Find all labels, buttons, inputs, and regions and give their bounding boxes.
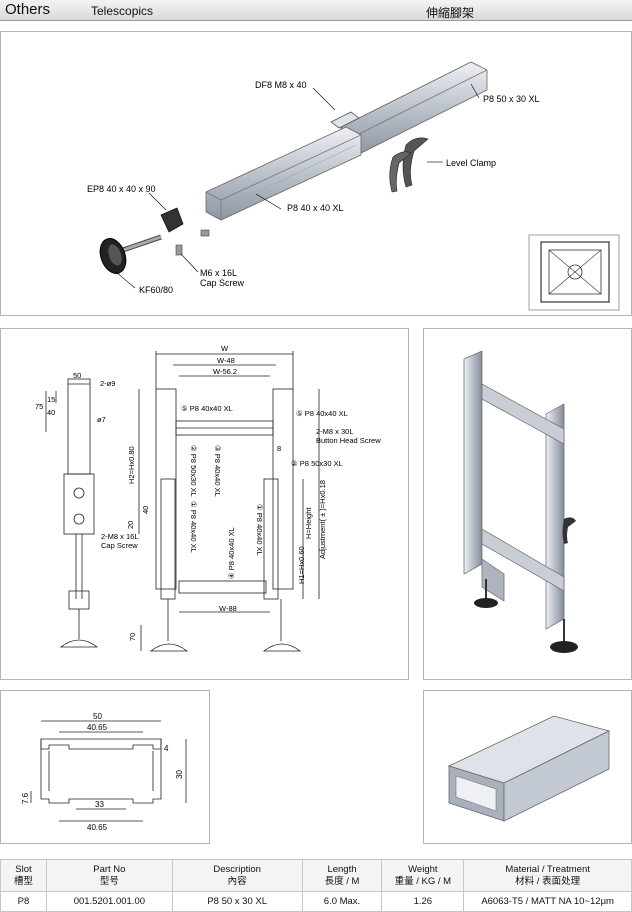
assembly-3d-panel <box>423 328 632 680</box>
dim-hole9: 2-ø9 <box>100 379 115 388</box>
exploded-view-panel: DF8 M8 x 40 P8 50 x 30 XL Level Clamp EP… <box>0 31 632 316</box>
dim-20: 20 <box>126 521 135 529</box>
page-header <box>0 0 632 21</box>
label-level-clamp: Level Clamp <box>446 158 496 168</box>
cap-screw-line2: Cap Screw <box>101 541 138 550</box>
label-m6: M6 x 16L <box>200 268 237 278</box>
callout-2v: ② P8 50x30 XL <box>189 445 198 497</box>
product-subtitle: Telescopics <box>91 4 154 18</box>
sect-33: 33 <box>95 800 104 809</box>
dim-h1: H1=Hx0.60 <box>297 546 306 584</box>
dim-h2: H2=Hx0.80 <box>127 446 136 484</box>
btn-screw-line1: 2-M8 x 30L <box>316 427 354 436</box>
profile-3d-drawing <box>447 715 611 822</box>
df8-nut <box>330 111 360 129</box>
callout-3v: ③ P8 40x40 XL <box>213 445 222 497</box>
dim-w: W <box>221 344 229 353</box>
label-p8-top: P8 50 x 30 XL <box>483 94 540 104</box>
right-post <box>272 388 294 590</box>
callout-1a: ① P8 40x40 XL <box>189 501 198 553</box>
callout-5b: ⑤ P8 40x40 XL <box>296 409 348 418</box>
sect-76: 7.6 <box>21 792 30 804</box>
callout-1b: ① P8 40x40 XL <box>255 504 264 556</box>
side-view-upper <box>67 378 91 475</box>
sect-top: 50 <box>93 712 102 721</box>
left-post <box>155 388 177 590</box>
cell-slot: P8 <box>0 891 47 912</box>
dim-70: 70 <box>128 633 137 641</box>
dim-8: 8 <box>277 444 281 453</box>
dim-w48: W-48 <box>217 356 235 365</box>
dim-w88: W-88 <box>219 604 237 613</box>
label-kf: KF60/80 <box>139 285 173 295</box>
profile-section-inset <box>528 234 620 311</box>
dim-15: 15 <box>47 395 55 404</box>
level-clamp <box>402 137 429 188</box>
sect-inner: 40.65 <box>87 723 108 732</box>
callout-4: ④ P8 40x40 XL <box>227 527 236 579</box>
chinese-title: 伸縮腳架 <box>426 6 475 20</box>
dim-75: 75 <box>35 402 43 411</box>
sect-bottom: 40.65 <box>87 823 108 832</box>
dim-w56: W-56.2 <box>213 367 237 376</box>
dim-hheight: H=Height <box>304 507 313 539</box>
side-view-lower <box>63 473 95 535</box>
sect-30: 30 <box>175 770 184 779</box>
assembly-3d-drawing <box>463 350 578 653</box>
dim-40b: 40 <box>141 506 150 514</box>
callout-2: ② P8 50x30 XL <box>291 459 343 468</box>
dim-50: 50 <box>73 371 81 380</box>
cap-screw-line1: 2-M8 x 16L <box>101 532 139 541</box>
dim-hole7: ø7 <box>97 415 106 424</box>
cell-material: A6063-T5 / MATT NA 10~12μm <box>463 891 632 912</box>
front-dimension-panel: W W-48 W-56.2 W-88 50 15 40 75 2-ø9 ø7 H… <box>0 328 409 680</box>
callout-5a: ⑤ P8 40x40 XL <box>181 404 233 413</box>
front-dimension-drawing: W W-48 W-56.2 W-88 50 15 40 75 2-ø9 ø7 H… <box>35 344 381 652</box>
exploded-view-drawing: DF8 M8 x 40 P8 50 x 30 XL Level Clamp EP… <box>87 61 620 311</box>
ep8-endpiece <box>160 207 184 233</box>
profile-40x40 <box>205 126 362 221</box>
cell-description: P8 50 x 30 XL <box>171 891 303 912</box>
bottom-crossbar <box>178 580 267 594</box>
label-p8-mid: P8 40 x 40 XL <box>287 203 344 213</box>
cell-length: 6.0 Max. <box>301 891 383 912</box>
sect-4: 4 <box>164 744 169 753</box>
cell-weight: 1.26 <box>381 891 465 912</box>
section-dimension-drawing: 50 40.65 4 30 7.6 33 40.65 <box>21 712 187 832</box>
dim-adjust: Adjustment( ± )=Hx0.18 <box>318 480 327 559</box>
cell-part-no: 001.5201.001.00 <box>45 891 173 912</box>
btn-screw-line2: Button Head Screw <box>316 436 381 445</box>
dim-40: 40 <box>47 408 55 417</box>
section-dimension-panel: 50 40.65 4 30 7.6 33 40.65 <box>0 690 210 844</box>
profile-3d-panel <box>423 690 632 844</box>
label-df8: DF8 M8 x 40 <box>255 80 307 90</box>
label-ep8: EP8 40 x 40 x 90 <box>87 184 156 194</box>
label-cap-screw: Cap Screw <box>200 278 245 288</box>
category-title: Others <box>5 1 51 18</box>
table-row: P8 001.5201.001.00 P8 50 x 30 XL 6.0 Max… <box>0 891 632 912</box>
